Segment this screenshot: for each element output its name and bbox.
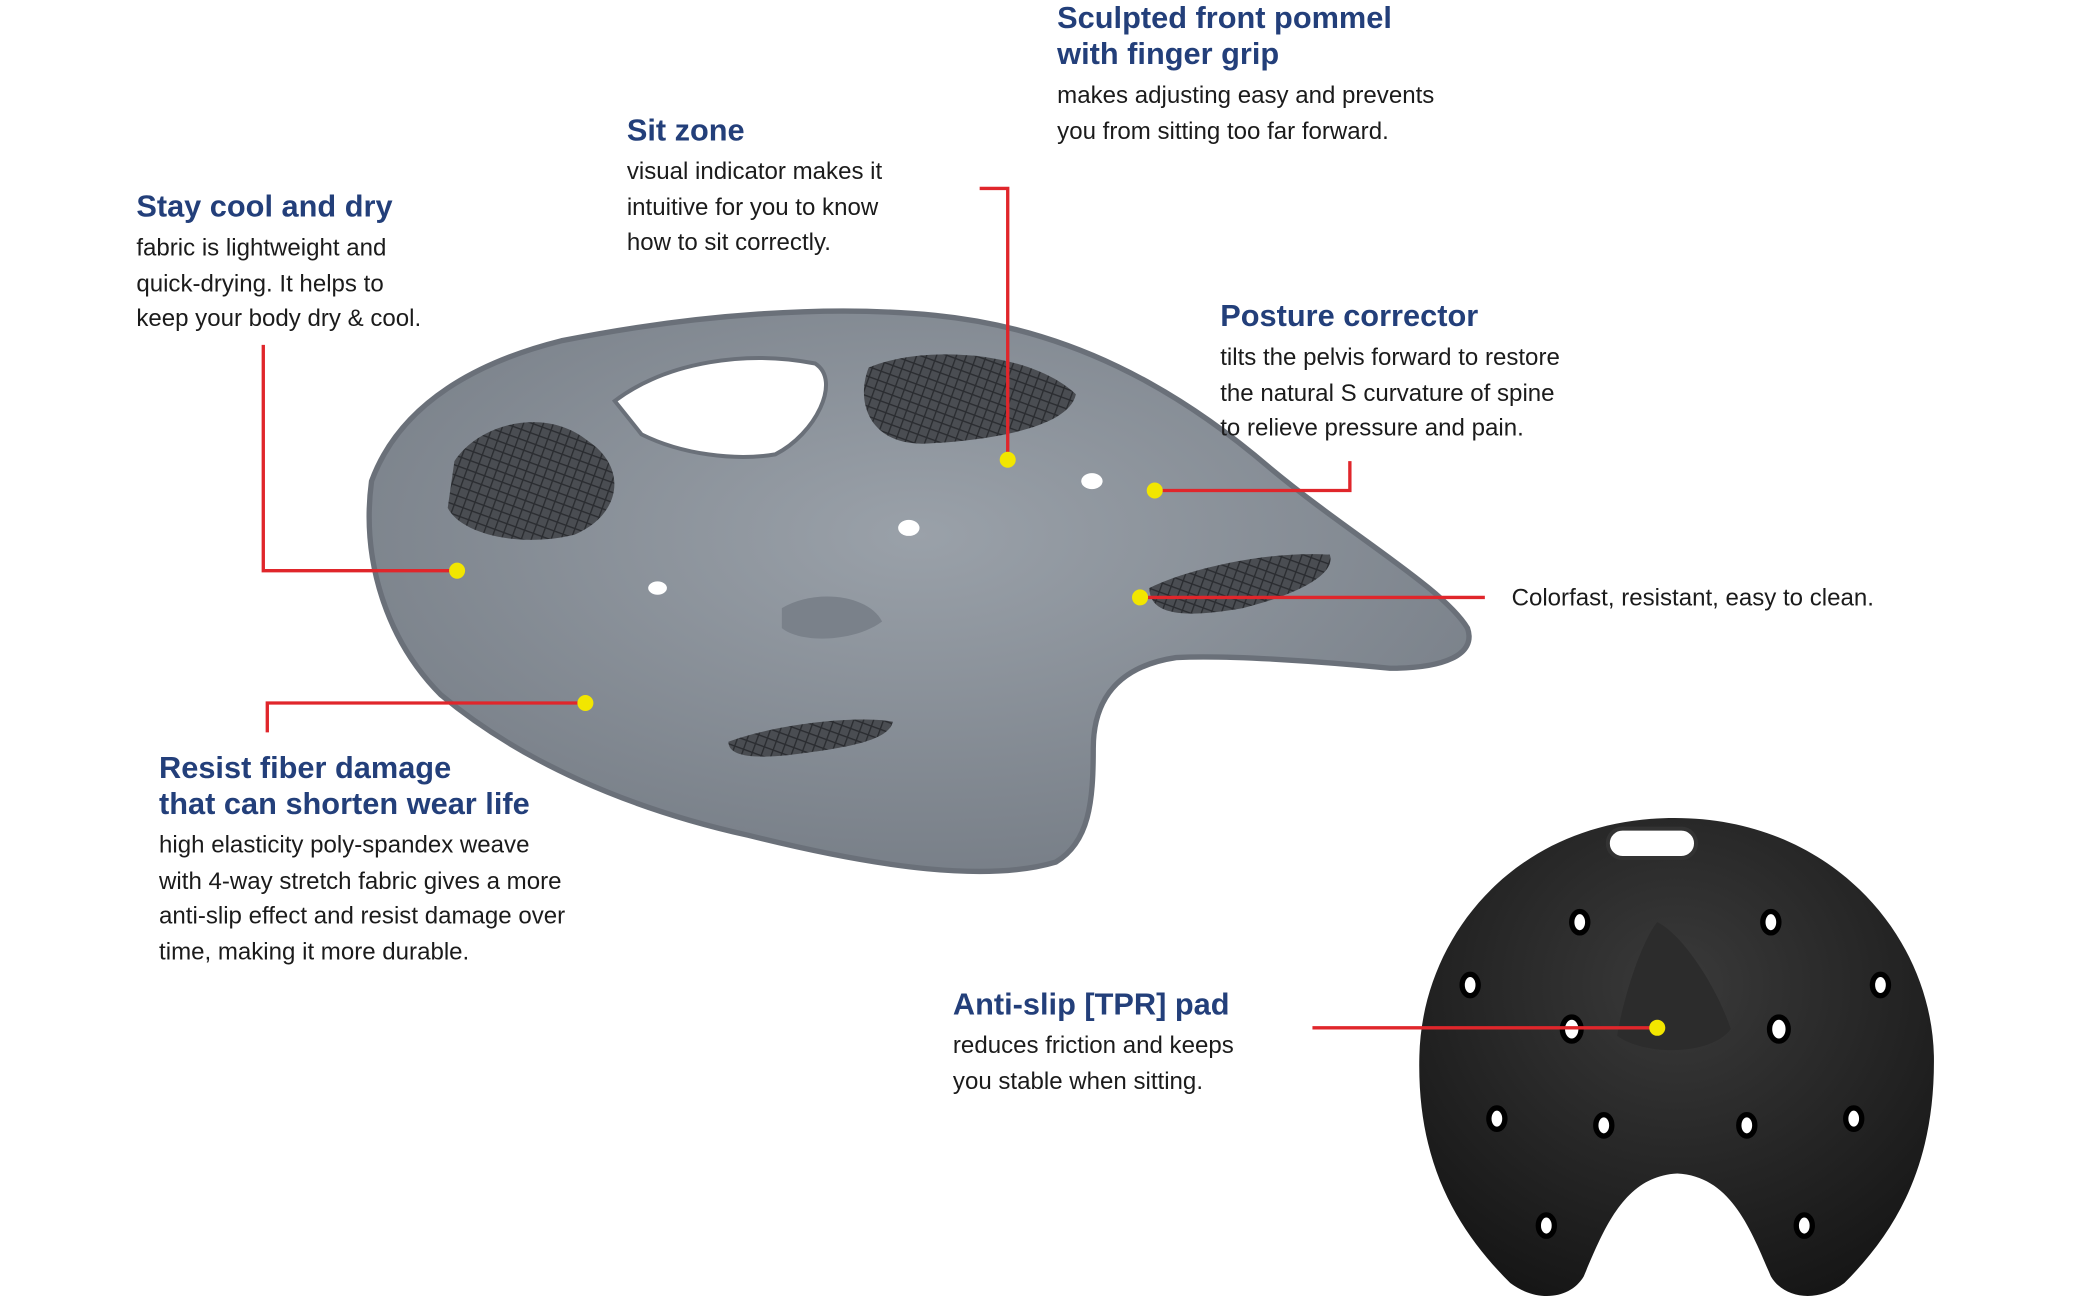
marker-dot-cool-dry bbox=[449, 562, 466, 579]
callout-body: visual indicator makes it intuitive for y… bbox=[627, 154, 882, 261]
seat-cushion bbox=[366, 308, 1472, 875]
body-line: visual indicator makes it bbox=[626, 157, 883, 185]
callout-sit-zone: Sit zone visual indicator makes it intuit… bbox=[627, 112, 882, 260]
marker-dot-posture bbox=[1146, 482, 1163, 499]
marker-dot-resist bbox=[577, 694, 594, 712]
title-line: that can shorten wear life bbox=[159, 785, 530, 821]
leader-line-sit-zone bbox=[979, 186, 1010, 460]
marker-dot-anti-slip bbox=[1649, 1019, 1666, 1036]
callout-anti-slip: Anti-slip [TPR] pad reduces friction and… bbox=[953, 986, 1234, 1099]
marker-dot-sit-zone bbox=[999, 451, 1016, 468]
body-line: intuitive for you to know bbox=[626, 193, 879, 221]
callout-title: Posture corrector bbox=[1220, 298, 1560, 334]
callout-body: Colorfast, resistant, easy to clean. bbox=[1512, 580, 1874, 616]
title-line: Sculpted front pommel bbox=[1057, 0, 1392, 35]
leader-line-resist bbox=[265, 701, 586, 733]
callout-title: Sit zone bbox=[627, 112, 882, 148]
title-line: with finger grip bbox=[1057, 36, 1280, 71]
body-line: makes adjusting easy and prevents bbox=[1057, 81, 1435, 109]
body-line: high elasticity poly-spandex weave bbox=[159, 831, 530, 859]
body-line: Colorfast, resistant, easy to clean. bbox=[1511, 584, 1874, 611]
body-line: time, making it more durable. bbox=[159, 938, 470, 966]
leader-line-cool-dry bbox=[261, 344, 458, 573]
body-line: you from sitting too far forward. bbox=[1057, 117, 1389, 144]
leader-lines bbox=[261, 186, 1658, 1030]
callout-body: fabric is lightweight and quick-drying. I… bbox=[136, 230, 421, 337]
body-line: with 4-way stretch fabric gives a more bbox=[159, 866, 562, 894]
body-line: quick-drying. It helps to bbox=[136, 269, 384, 297]
marker-dots bbox=[449, 451, 1666, 1036]
body-line: the natural S curvature of spine bbox=[1220, 379, 1555, 406]
title-line: Sit zone bbox=[626, 112, 745, 148]
anti-slip-pad bbox=[1419, 817, 1934, 1296]
body-line: keep your body dry & cool. bbox=[136, 305, 422, 332]
title-line: Resist fiber damage bbox=[159, 749, 452, 785]
callout-colorfast: Colorfast, resistant, easy to clean. bbox=[1512, 575, 1874, 616]
body-line: you stable when sitting. bbox=[952, 1067, 1204, 1095]
title-line: Posture corrector bbox=[1220, 298, 1479, 333]
title-line: Stay cool and dry bbox=[136, 188, 393, 224]
callout-title: Anti-slip [TPR] pad bbox=[953, 986, 1234, 1022]
mesh-panel-left bbox=[447, 422, 615, 540]
body-line: tilts the pelvis forward to restore bbox=[1220, 343, 1560, 371]
callout-cool-dry: Stay cool and dry fabric is lightweight … bbox=[136, 188, 421, 336]
callout-body: tilts the pelvis forward to restore the n… bbox=[1220, 339, 1560, 446]
mesh-panel-front bbox=[728, 719, 893, 757]
body-line: fabric is lightweight and bbox=[136, 233, 387, 261]
marker-dot-colorfast bbox=[1132, 589, 1149, 606]
callout-body: makes adjusting easy and prevents you fro… bbox=[1057, 78, 1434, 149]
callout-title: Stay cool and dry bbox=[136, 188, 421, 224]
mesh-panel-top bbox=[863, 354, 1076, 444]
body-line: anti-slip effect and resist damage over bbox=[159, 902, 566, 930]
leader-line-posture bbox=[1154, 461, 1352, 493]
callout-body: reduces friction and keeps you stable whe… bbox=[953, 1028, 1234, 1099]
pad-handle-hole bbox=[1605, 826, 1699, 861]
body-line: to relieve pressure and pain. bbox=[1220, 414, 1524, 442]
title-line: Anti-slip [TPR] pad bbox=[952, 986, 1230, 1022]
body-line: reduces friction and keeps bbox=[952, 1031, 1234, 1059]
callout-body: high elasticity poly-spandex weave with 4… bbox=[159, 827, 565, 970]
body-line: how to sit correctly. bbox=[626, 229, 831, 256]
callout-posture: Posture corrector tilts the pelvis forwa… bbox=[1220, 298, 1560, 446]
